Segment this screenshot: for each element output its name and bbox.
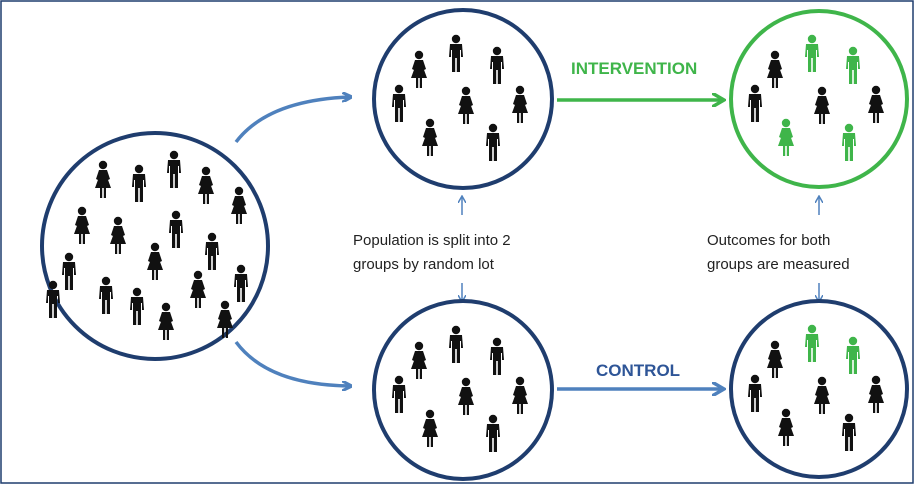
intervention-outcome-people (748, 34, 884, 161)
control-outcome-people (748, 324, 884, 451)
person-icon (842, 413, 856, 451)
person-icon (486, 123, 500, 161)
person-icon (490, 337, 504, 375)
person-icon (814, 86, 830, 124)
split-text-line2: groups by random lot (353, 256, 495, 273)
person-icon (512, 376, 528, 414)
person-icon (411, 341, 427, 379)
person-icon (234, 264, 248, 302)
person-icon (132, 164, 146, 202)
control-group-people (392, 325, 528, 452)
person-icon (217, 300, 233, 338)
person-icon (778, 408, 794, 446)
person-icon (411, 50, 427, 88)
population-people (46, 150, 248, 340)
person-icon (868, 375, 884, 413)
arrow-to-upper-group (234, 97, 350, 144)
person-icon (198, 166, 214, 204)
person-icon (767, 340, 783, 378)
person-icon (190, 270, 206, 308)
person-icon (449, 34, 463, 72)
person-icon (422, 409, 438, 447)
person-icon (842, 123, 856, 161)
person-icon (449, 325, 463, 363)
person-icon (490, 46, 504, 84)
person-icon (62, 252, 76, 290)
person-icon (458, 86, 474, 124)
person-icon (778, 118, 794, 156)
person-icon (169, 210, 183, 248)
person-icon (748, 374, 762, 412)
person-icon (868, 85, 884, 123)
person-icon (512, 85, 528, 123)
person-icon (95, 160, 111, 198)
person-icon (805, 34, 819, 72)
person-icon (205, 232, 219, 270)
person-icon (748, 84, 762, 122)
person-icon (46, 280, 60, 318)
person-icon (231, 186, 247, 224)
person-icon (458, 377, 474, 415)
person-icon (130, 287, 144, 325)
person-icon (74, 206, 90, 244)
person-icon (147, 242, 163, 280)
person-icon (422, 118, 438, 156)
person-icon (99, 276, 113, 314)
person-icon (392, 375, 406, 413)
person-icon (392, 84, 406, 122)
person-icon (167, 150, 181, 188)
control-label: CONTROL (596, 361, 680, 380)
split-text-line1: Population is split into 2 (353, 232, 511, 249)
person-icon (110, 216, 126, 254)
intervention-label: INTERVENTION (571, 59, 697, 78)
person-icon (846, 46, 860, 84)
arrow-to-lower-group (234, 340, 350, 386)
person-icon (767, 50, 783, 88)
person-icon (805, 324, 819, 362)
intervention-group-people (392, 34, 528, 161)
outcome-text-line2: groups are measured (707, 256, 850, 273)
person-icon (158, 302, 174, 340)
outcome-text-line1: Outcomes for both (707, 232, 830, 249)
person-icon (814, 376, 830, 414)
person-icon (846, 336, 860, 374)
person-icon (486, 414, 500, 452)
